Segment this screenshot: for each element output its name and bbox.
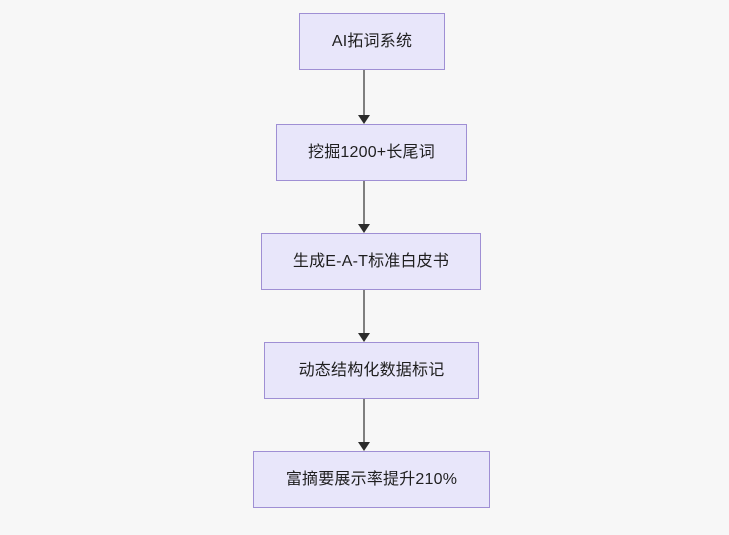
flow-node-label: 挖掘1200+长尾词	[308, 143, 435, 161]
flow-node-label: 生成E-A-T标准白皮书	[292, 252, 450, 270]
flow-node-n2[interactable]: 挖掘1200+长尾词	[276, 124, 467, 181]
arrowhead-down-icon	[358, 442, 370, 451]
flow-connector-n4-to-n5	[356, 399, 372, 451]
flow-node-n4[interactable]: 动态结构化数据标记	[264, 342, 479, 399]
arrowhead-down-icon	[358, 333, 370, 342]
arrowhead-down-icon	[358, 115, 370, 124]
flow-connector-n2-to-n3	[356, 181, 372, 233]
flow-node-label: 动态结构化数据标记	[298, 361, 445, 379]
flow-connector-n1-to-n2	[356, 70, 372, 124]
connector-line	[363, 70, 365, 116]
connector-line	[363, 181, 365, 225]
flow-node-n5[interactable]: 富摘要展示率提升210%	[253, 451, 490, 508]
flow-connector-n3-to-n4	[356, 290, 372, 342]
connector-line	[363, 290, 365, 334]
flow-node-n1[interactable]: AI拓词系统	[299, 13, 445, 70]
flow-node-label: 富摘要展示率提升210%	[285, 470, 458, 488]
flow-node-n3[interactable]: 生成E-A-T标准白皮书	[261, 233, 481, 290]
flow-node-label: AI拓词系统	[331, 32, 413, 50]
connector-line	[363, 399, 365, 443]
arrowhead-down-icon	[358, 224, 370, 233]
